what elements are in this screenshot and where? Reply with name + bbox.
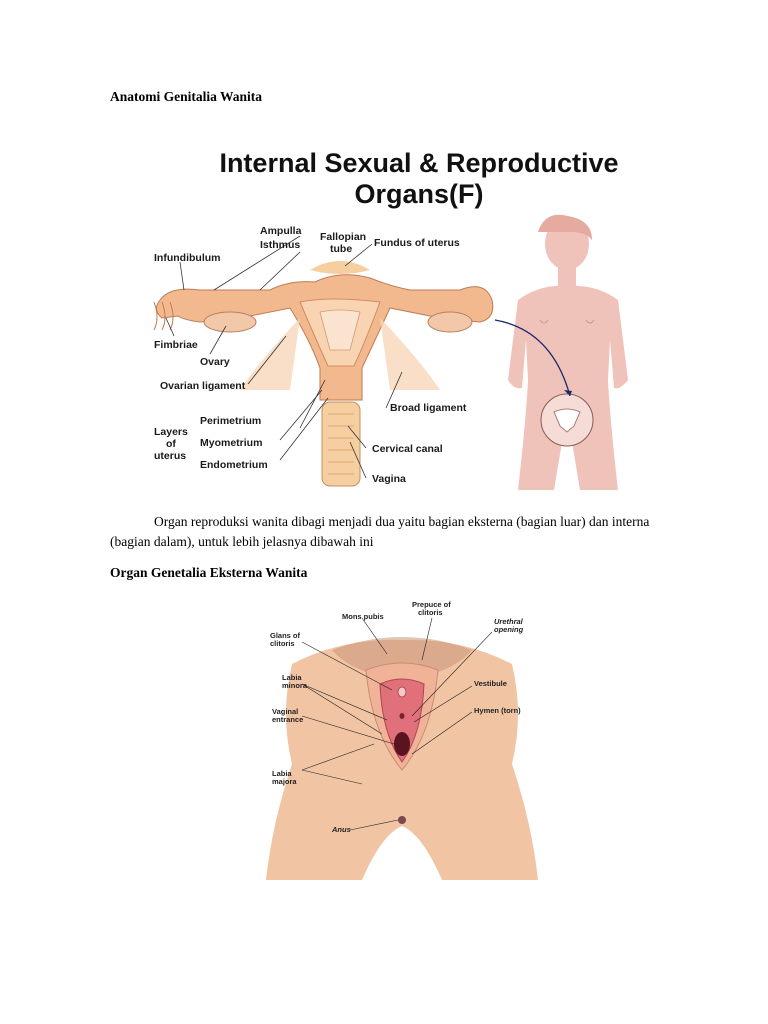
label-fundus: Fundus of uterus xyxy=(374,237,460,249)
label-labia-majora-2: majora xyxy=(272,777,297,786)
leader-lines-external xyxy=(301,617,493,831)
paragraph-text: Organ reproduksi wanita dibagi menjadi d… xyxy=(110,514,650,549)
label-perimetrium: Perimetrium xyxy=(200,415,262,427)
uterus-illustration xyxy=(153,261,494,487)
label-layers-1: Layers xyxy=(154,426,188,438)
label-glans-2: clitoris xyxy=(270,639,295,648)
label-infundibulum: Infundibulum xyxy=(154,252,221,264)
label-hymen: Hymen (torn) xyxy=(474,706,521,715)
label-broad-ligament: Broad ligament xyxy=(390,402,467,414)
label-ampulla: Ampulla xyxy=(260,225,302,237)
label-urethral-1: Urethral xyxy=(494,617,523,626)
label-vagina: Vagina xyxy=(372,473,406,485)
body-silhouette xyxy=(508,214,628,490)
figure-internal-organs: Internal Sexual & Reproductive Organs(F)… xyxy=(140,140,650,500)
figure-internal-title-line1: Internal Sexual & Reproductive xyxy=(219,148,619,178)
label-glans-1: Glans of xyxy=(270,631,301,640)
label-prepuce-1: Prepuce of xyxy=(412,600,451,609)
label-mons-pubis: Mons pubis xyxy=(342,612,384,621)
label-vestibule: Vestibule xyxy=(474,679,507,688)
label-layers-2: of xyxy=(166,438,176,450)
label-fimbriae: Fimbriae xyxy=(154,339,198,351)
external-organs-illustration xyxy=(266,617,538,880)
label-fallopian-2: tube xyxy=(330,243,353,255)
label-urethral-2: opening xyxy=(494,625,524,634)
figure-internal-title-line2: Organs(F) xyxy=(354,179,484,209)
label-vaginal-2: entrance xyxy=(272,715,304,724)
heading-anatomi: Anatomi Genitalia Wanita xyxy=(110,89,263,104)
label-ovary: Ovary xyxy=(200,356,230,368)
label-cervical-canal: Cervical canal xyxy=(372,443,443,455)
internal-organs-illustration xyxy=(153,214,628,490)
leader-lines xyxy=(165,235,403,479)
label-prepuce-2: clitoris xyxy=(418,608,443,617)
label-layers-3: uterus xyxy=(154,450,187,462)
heading-eksterna: Organ Genetalia Eksterna Wanita xyxy=(110,565,308,580)
label-labia-minora-1: Labia xyxy=(282,673,302,682)
label-ovarian-ligament: Ovarian ligament xyxy=(160,380,246,392)
label-isthmus: Isthmus xyxy=(260,239,301,251)
label-labia-minora-2: minora xyxy=(282,681,308,690)
figure-external-organs: Mons pubis Prepuce of clitoris Urethral … xyxy=(262,594,542,880)
intro-paragraph: Organ reproduksi wanita dibagi menjadi d… xyxy=(110,512,670,552)
label-labia-majora-1: Labia xyxy=(272,769,292,778)
label-anus: Anus xyxy=(332,825,351,834)
label-endometrium: Endometrium xyxy=(200,459,268,471)
label-vaginal-1: Vaginal xyxy=(272,707,299,716)
label-fallopian-1: Fallopian xyxy=(320,231,367,243)
label-myometrium: Myometrium xyxy=(200,437,263,449)
